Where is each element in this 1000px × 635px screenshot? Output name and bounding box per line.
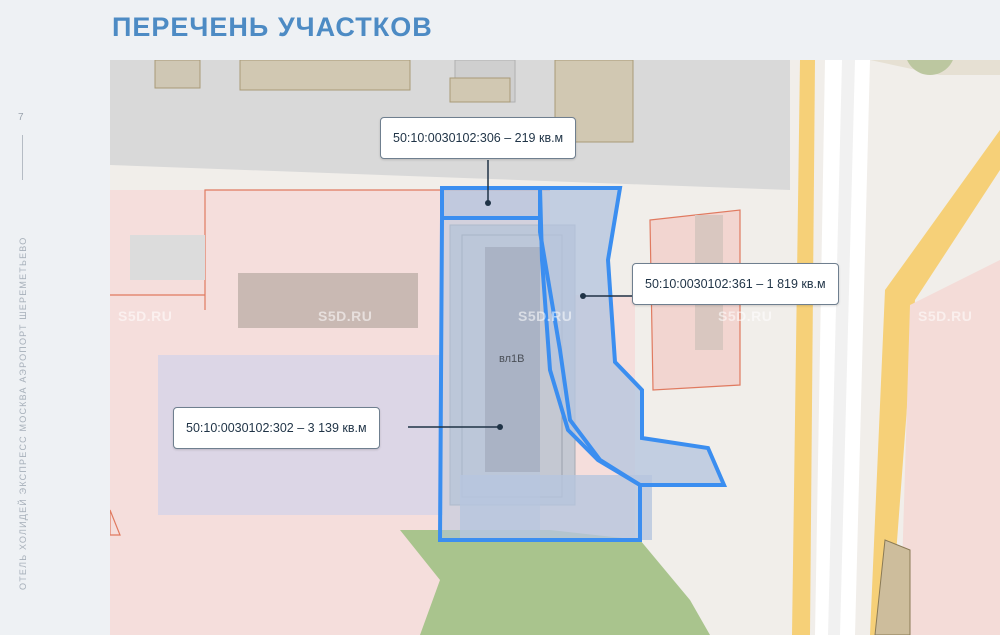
building-brown bbox=[238, 273, 418, 328]
green-area bbox=[400, 530, 710, 635]
building-top-2 bbox=[239, 60, 411, 91]
side-caption: ОТЕЛЬ ХОЛИДЕЙ ЭКСПРЕСС МОСКВА АЭРОПОРТ Ш… bbox=[18, 236, 28, 590]
zone-pink-far-right bbox=[900, 260, 1000, 635]
grey-block-left bbox=[130, 235, 205, 280]
building-bottom-right bbox=[874, 539, 911, 635]
road-yellow-1 bbox=[792, 60, 815, 635]
parcel-306-callout[interactable]: 50:10:0030102:306 – 219 кв.м bbox=[380, 117, 577, 159]
page-number: 7 bbox=[18, 112, 24, 123]
building-top-4 bbox=[449, 77, 511, 103]
parcel-361-callout[interactable]: 50:10:0030102:361 – 1 819 кв.м bbox=[632, 263, 839, 305]
watermark-5: S5D.RU bbox=[918, 308, 973, 324]
watermark-3: S5D.RU bbox=[518, 308, 573, 324]
watermark-4: S5D.RU bbox=[718, 308, 773, 324]
parcel-361-outline bbox=[537, 186, 728, 487]
page-title: ПЕРЕЧЕНЬ УЧАСТКОВ bbox=[112, 12, 433, 42]
parcel-map[interactable]: S5D.RU S5D.RU S5D.RU S5D.RU S5D.RU вл1В … bbox=[110, 60, 1000, 635]
watermark-2: S5D.RU bbox=[318, 308, 373, 324]
side-divider bbox=[22, 135, 23, 180]
building-label: вл1В bbox=[499, 353, 525, 365]
parcel-302-callout[interactable]: 50:10:0030102:302 – 3 139 кв.м bbox=[173, 407, 380, 449]
map-canvas bbox=[110, 60, 1000, 635]
building-top-1 bbox=[154, 60, 201, 89]
watermark-1: S5D.RU bbox=[118, 308, 173, 324]
